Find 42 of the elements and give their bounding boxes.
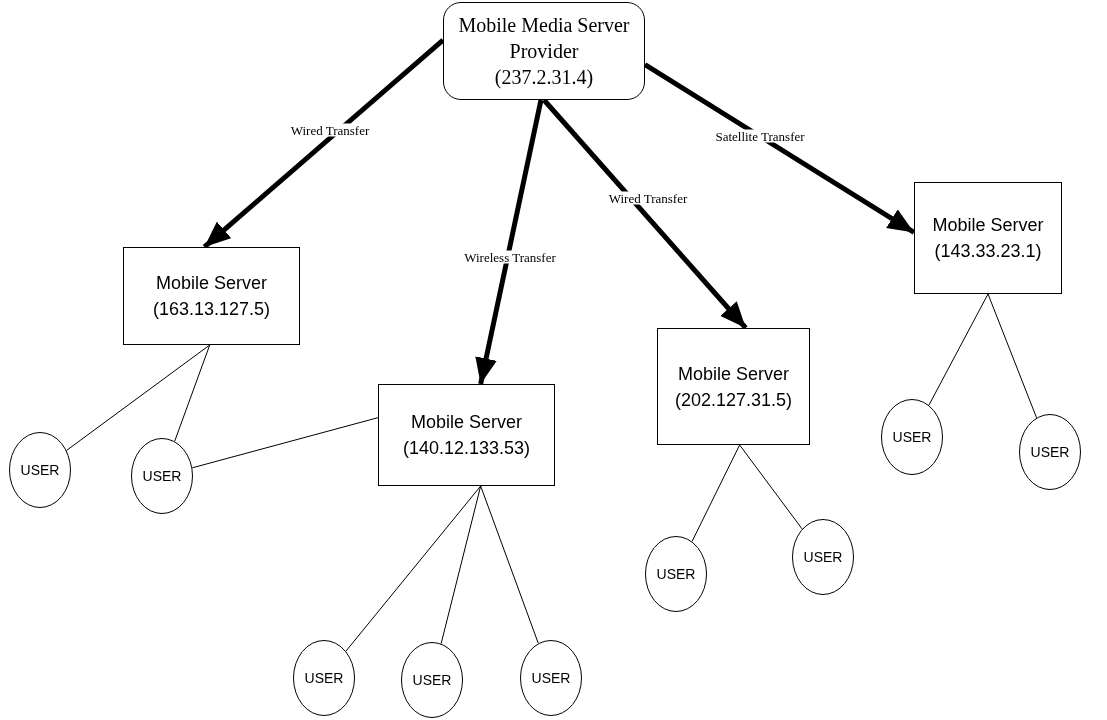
ip-address: (202.127.31.5): [674, 388, 793, 412]
connector-line: [691, 444, 741, 542]
server-box: [657, 328, 810, 445]
arrow: [643, 62, 916, 235]
user-label: USER: [304, 671, 344, 685]
edge-label: Wired Transfer: [606, 191, 690, 205]
ip-address: (140.12.133.53): [402, 437, 531, 460]
ip-address: (237.2.31.4): [494, 65, 594, 90]
user-label: USER: [892, 430, 932, 444]
server-box: [914, 182, 1062, 294]
connector-line: [440, 485, 482, 645]
node-title: Mobile Server: [410, 411, 522, 434]
user-label: USER: [20, 463, 60, 477]
edge-label: Satellite Transfer: [713, 129, 807, 143]
node-title: Mobile Server: [932, 214, 1044, 237]
connector-line: [739, 444, 803, 530]
arrow: [475, 99, 544, 385]
connector-line: [66, 344, 211, 451]
user-label: USER: [142, 469, 182, 483]
node-title: Mobile Server: [155, 272, 267, 295]
ip-address: (163.13.127.5): [152, 298, 271, 321]
node-title: Mobile Media Server Provider: [457, 13, 631, 64]
user-label: USER: [1030, 445, 1070, 459]
arrow: [542, 98, 748, 330]
user-label: USER: [803, 550, 843, 564]
user-label: USER: [412, 673, 452, 687]
connector-line: [928, 293, 989, 406]
user-label: USER: [656, 567, 696, 581]
server-box: [123, 247, 300, 345]
connector-line: [174, 344, 211, 442]
provider-box: [443, 2, 645, 100]
node-title: Mobile Server: [677, 362, 789, 386]
arrow: [202, 38, 445, 249]
edge-label: Wireless Transfer: [462, 250, 558, 264]
server-box: [378, 384, 555, 486]
connector-line: [191, 417, 379, 469]
edge-label: Wired Transfer: [288, 123, 372, 137]
user-label: USER: [531, 671, 571, 685]
connector-line: [480, 485, 539, 644]
connector-line: [987, 293, 1038, 419]
ip-address: (143.33.23.1): [934, 240, 1042, 263]
connector-line: [345, 485, 482, 652]
